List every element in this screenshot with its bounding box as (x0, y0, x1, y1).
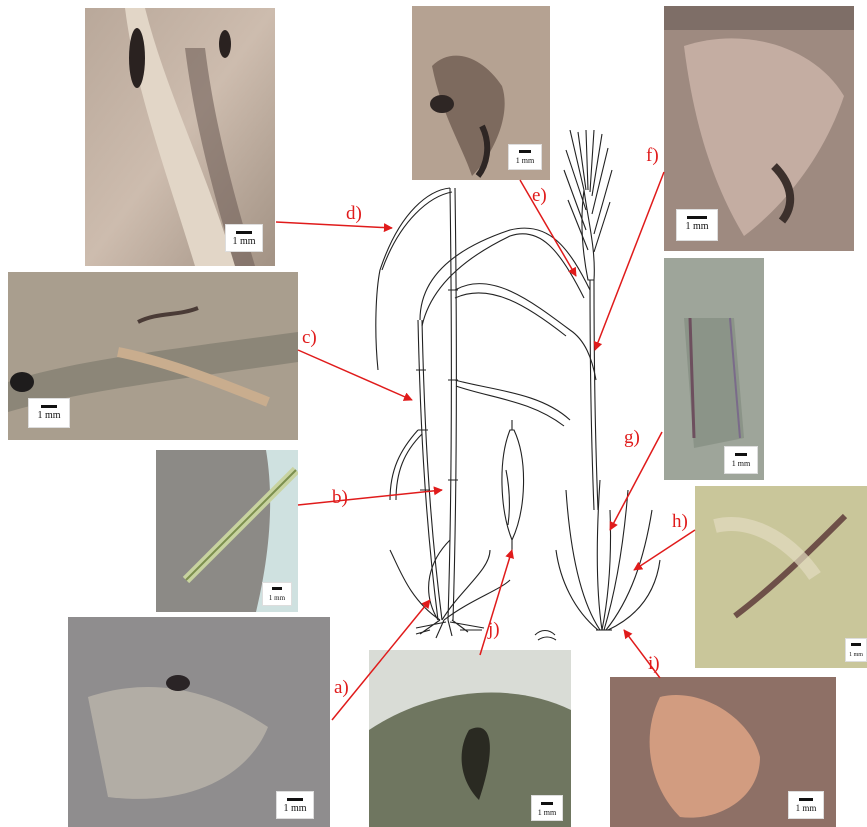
label-e: e) (532, 186, 547, 205)
scale-bar-h: 1 mm (845, 638, 867, 662)
leaf-mid (455, 284, 596, 380)
photo-i-spikelet-impression: 1 mm (610, 677, 836, 827)
photo-f-awn-impression: 1 mm (664, 6, 854, 251)
photo-a-root-impression: 1 mm (68, 617, 330, 827)
scale-bar-b: 1 mm (262, 582, 292, 606)
spikelet-drawing (556, 480, 660, 630)
label-i: i) (648, 654, 660, 673)
rachis-fragment-drawing (535, 631, 556, 641)
label-h: h) (672, 512, 688, 531)
leaf-left-low (390, 430, 422, 500)
scale-bar-c: 1 mm (28, 398, 70, 428)
scale-bar-j: 1 mm (531, 795, 563, 821)
grain-drawing (502, 420, 524, 550)
photo-c-culm-impression: 1 mm (8, 272, 298, 440)
label-f: f) (646, 146, 659, 165)
photo-e-spike-impression: 1 mm (412, 6, 550, 180)
scale-bar-a: 1 mm (276, 791, 314, 819)
photo-h-leaf-impression: 1 mm (695, 486, 867, 668)
photo-d-leaf-impression: 1 mm (85, 8, 275, 266)
scale-bar-e: 1 mm (508, 144, 542, 170)
leaf-low (455, 380, 570, 426)
barley-plant-drawing (360, 130, 680, 650)
leaf-d (376, 188, 452, 370)
photo-g-glume-impression: 1 mm (664, 258, 764, 480)
label-g: g) (624, 428, 640, 447)
photo-b-stem-impression: 1 mm (156, 450, 298, 612)
label-d: d) (346, 204, 362, 223)
label-c: c) (302, 328, 317, 347)
label-j: j) (488, 620, 500, 639)
culm-right (590, 280, 594, 510)
label-b: b) (332, 488, 348, 507)
scale-bar-d: 1 mm (225, 224, 263, 252)
scale-bar-g: 1 mm (724, 446, 758, 474)
photo-j-grain-impression: 1 mm (369, 650, 571, 827)
scale-bar-i: 1 mm (788, 791, 824, 819)
leaf-upper (420, 228, 590, 326)
scale-bar-f: 1 mm (676, 209, 718, 241)
label-a: a) (334, 678, 349, 697)
awns (564, 130, 612, 252)
culm-center (448, 188, 451, 620)
roots (416, 620, 484, 638)
